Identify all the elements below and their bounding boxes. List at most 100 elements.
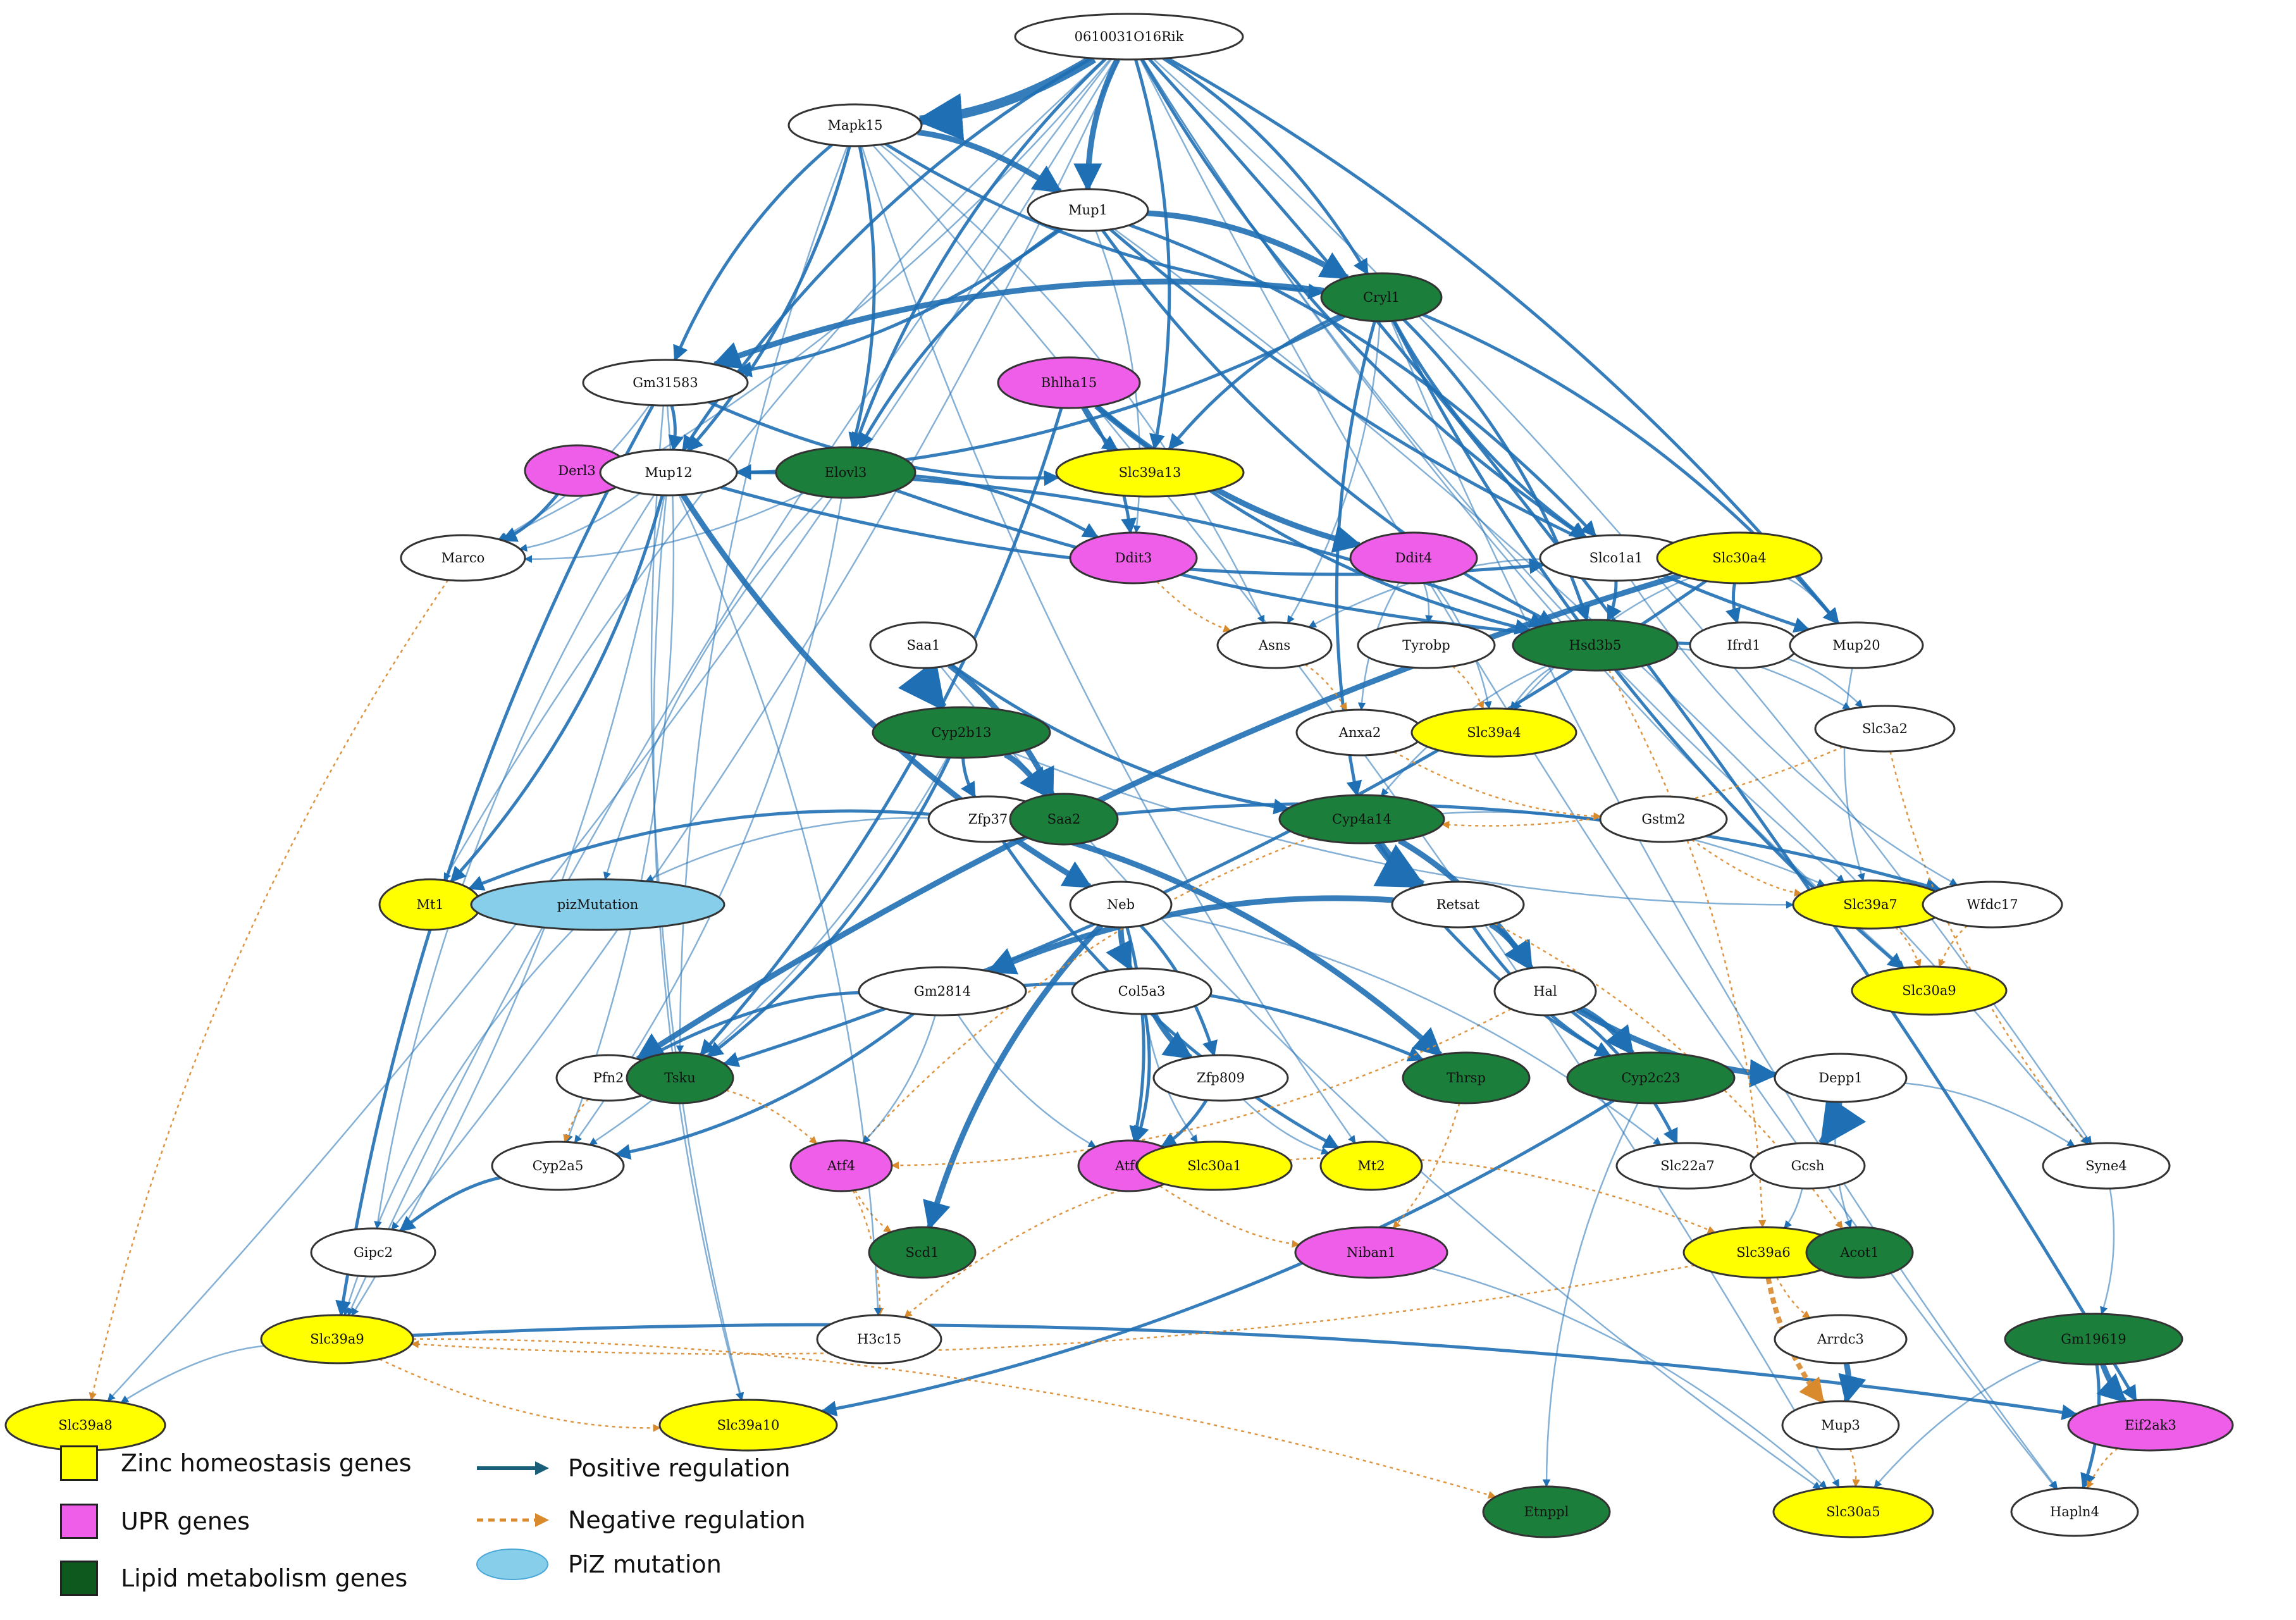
node-label-mup1: Mup1 <box>1068 202 1108 218</box>
edge-elovl3-to-pizmutation <box>603 495 824 881</box>
node-slco1a1[interactable]: Slco1a1 <box>1539 534 1693 582</box>
node-gm19619[interactable]: Gm19619 <box>2004 1313 2183 1366</box>
edge-hsd3b5-to-slc39a6 <box>1608 669 1767 1228</box>
node-zfp809[interactable]: Zfp809 <box>1152 1054 1289 1102</box>
edge-0610031o16rik-to-eif2ak3 <box>1148 58 2137 1402</box>
node-pizmutation[interactable]: pizMutation <box>470 878 725 931</box>
node-anxa2[interactable]: Anxa2 <box>1295 708 1424 757</box>
node-bhlha15[interactable]: Bhlha15 <box>997 356 1141 409</box>
node-wfdc17[interactable]: Wfdc17 <box>1922 881 2063 929</box>
node-tsku[interactable]: Tsku <box>626 1051 734 1104</box>
edge-mup12-to-mt1 <box>450 495 664 883</box>
negative-arrow-icon <box>477 1513 549 1527</box>
node-saa1[interactable]: Saa1 <box>869 621 978 669</box>
node-slc39a8[interactable]: Slc39a8 <box>4 1399 166 1452</box>
node-ifrd1[interactable]: Ifrd1 <box>1689 621 1799 669</box>
node-slc22a7[interactable]: Slc22a7 <box>1615 1142 1760 1190</box>
node-depp1[interactable]: Depp1 <box>1774 1053 1908 1103</box>
node-shape-gm19619 <box>2004 1313 2183 1366</box>
node-cyp2b13[interactable]: Cyp2b13 <box>872 706 1051 759</box>
node-neb[interactable]: Neb <box>1069 881 1173 929</box>
node-h3c15[interactable]: H3c15 <box>816 1314 942 1364</box>
node-slc3a2[interactable]: Slc3a2 <box>1814 705 1956 753</box>
node-label-atf4: Atf4 <box>827 1158 855 1173</box>
edge-cyp2c23-to-etnppl <box>1542 1102 1639 1488</box>
edge-cyp4a14-to-atf4 <box>861 837 1311 1144</box>
node-asns[interactable]: Asns <box>1216 621 1333 669</box>
node-retsat[interactable]: Retsat <box>1391 881 1525 929</box>
node-label-hsd3b5: Hsd3b5 <box>1569 638 1622 653</box>
node-shape-hsd3b5 <box>1512 619 1679 672</box>
node-mup3[interactable]: Mup3 <box>1781 1400 1900 1450</box>
node-etnppl[interactable]: Etnppl <box>1482 1485 1611 1538</box>
node-slc30a5[interactable]: Slc30a5 <box>1772 1485 1934 1538</box>
node-cyp2a5[interactable]: Cyp2a5 <box>491 1141 625 1191</box>
node-gm2814[interactable]: Gm2814 <box>858 966 1027 1017</box>
edge-cryl1-to-slc30a9 <box>1392 320 1904 970</box>
node-ddit4[interactable]: Ddit4 <box>1349 531 1478 584</box>
node-mapk15[interactable]: Mapk15 <box>787 103 923 147</box>
node-thrsp[interactable]: Thrsp <box>1402 1051 1531 1104</box>
node-gstm2[interactable]: Gstm2 <box>1599 795 1728 843</box>
node-slc30a9[interactable]: Slc30a9 <box>1851 965 2008 1016</box>
node-scd1[interactable]: Scd1 <box>868 1226 977 1279</box>
edge-cryl1-to-gm31583 <box>712 278 1324 369</box>
node-shape-mup3 <box>1781 1400 1900 1450</box>
edge-cryl1-to-slco1a1 <box>1393 319 1588 539</box>
node-atf4[interactable]: Atf4 <box>789 1139 893 1192</box>
node-cryl1[interactable]: Cryl1 <box>1320 272 1443 323</box>
node-hal[interactable]: Hal <box>1493 966 1597 1017</box>
edge-gm2814-to-atf6 <box>957 1014 1097 1148</box>
node-label-gm2814: Gm2814 <box>914 984 971 999</box>
node-shape-wfdc17 <box>1922 881 2063 929</box>
node-shape-mup12 <box>599 448 738 497</box>
node-gipc2[interactable]: Gipc2 <box>310 1227 436 1278</box>
edge-slc30a4-to-pfn2 <box>635 572 1681 1062</box>
node-mt1[interactable]: Mt1 <box>378 878 482 931</box>
node-saa2[interactable]: Saa2 <box>1009 793 1119 846</box>
node-label-gstm2: Gstm2 <box>1641 812 1685 827</box>
node-slc30a1[interactable]: Slc30a1 <box>1136 1141 1293 1191</box>
node-mup12[interactable]: Mup12 <box>599 448 738 497</box>
node-acot1[interactable]: Acot1 <box>1805 1226 1914 1279</box>
edge-0610031o16rik-to-mt1 <box>443 58 1105 881</box>
node-mt2[interactable]: Mt2 <box>1319 1141 1423 1191</box>
node-label-pfn2: Pfn2 <box>593 1070 624 1085</box>
node-gcsh[interactable]: Gcsh <box>1750 1142 1866 1190</box>
node-syne4[interactable]: Syne4 <box>2042 1142 2171 1190</box>
node-slc39a10[interactable]: Slc39a10 <box>658 1399 838 1452</box>
node-hsd3b5[interactable]: Hsd3b5 <box>1512 619 1679 672</box>
edge-asns-to-anxa2 <box>1304 664 1348 711</box>
node-derl3[interactable]: Derl3 <box>524 444 630 497</box>
node-eif2ak3[interactable]: Eif2ak3 <box>2067 1399 2234 1452</box>
node-arrdc3[interactable]: Arrdc3 <box>1774 1314 1908 1364</box>
node-slc39a6[interactable]: Slc39a6 <box>1682 1226 1844 1279</box>
node-mup1[interactable]: Mup1 <box>1027 188 1149 232</box>
node-ddit3[interactable]: Ddit3 <box>1069 531 1198 584</box>
edge-slc39a6-to-arrdc3 <box>1775 1277 1811 1319</box>
node-tyrobp[interactable]: Tyrobp <box>1357 621 1496 669</box>
node-shape-zfp809 <box>1152 1054 1289 1102</box>
node-gm31583[interactable]: Gm31583 <box>582 359 749 407</box>
node-shape-cyp4a14 <box>1278 794 1445 844</box>
node-slc39a13[interactable]: Slc39a13 <box>1055 447 1245 498</box>
node-slc39a7[interactable]: Slc39a7 <box>1792 879 1949 930</box>
node-marco[interactable]: Marco <box>400 534 526 582</box>
node-shape-slc30a1 <box>1136 1141 1293 1191</box>
node-col5a3[interactable]: Col5a3 <box>1071 967 1213 1015</box>
node-slc39a4[interactable]: Slc39a4 <box>1410 707 1577 758</box>
edge-mup12-to-gipc2 <box>374 494 655 1230</box>
node-mup20[interactable]: Mup20 <box>1789 621 1924 669</box>
edge-zfp809-to-mt2 <box>1242 1098 1330 1155</box>
node-niban1[interactable]: Niban1 <box>1294 1226 1448 1279</box>
node-hapln4[interactable]: Hapln4 <box>2010 1487 2139 1537</box>
node-slc39a9[interactable]: Slc39a9 <box>260 1314 414 1364</box>
node-cyp2c23[interactable]: Cyp2c23 <box>1566 1051 1736 1104</box>
edge-slc30a4-to-mup20 <box>1787 578 1839 624</box>
node-elovl3[interactable]: Elovl3 <box>775 446 917 499</box>
node-0610031o16rik[interactable]: 0610031O16Rik <box>1014 13 1244 61</box>
node-cyp4a14[interactable]: Cyp4a14 <box>1278 794 1445 844</box>
node-slc30a4[interactable]: Slc30a4 <box>1656 531 1823 584</box>
node-label-slc22a7: Slc22a7 <box>1660 1158 1714 1173</box>
node-shape-cyp2a5 <box>491 1141 625 1191</box>
